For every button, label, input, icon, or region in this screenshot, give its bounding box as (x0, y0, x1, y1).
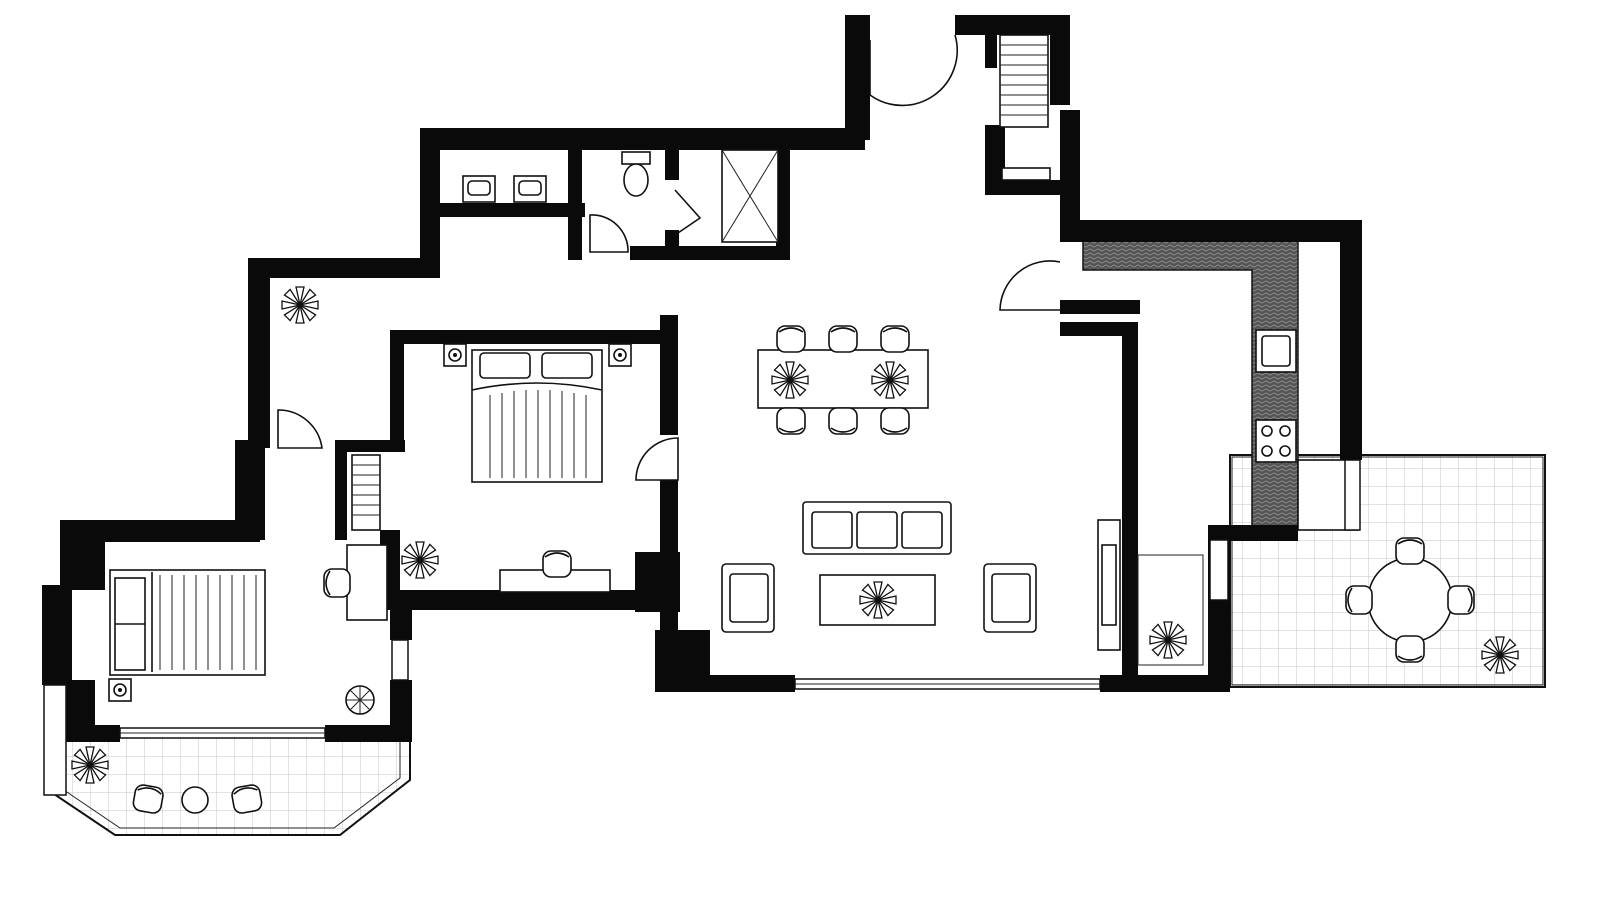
dining-area (757, 325, 929, 435)
living-area (721, 501, 1204, 666)
terrace-table (1367, 557, 1453, 643)
wardrobe-1 (351, 454, 381, 531)
bedroom2-door (277, 409, 323, 449)
bedroom-1 (351, 343, 632, 593)
nightstand-left (443, 343, 467, 367)
windows (43, 459, 1361, 796)
pillow-left (479, 352, 531, 379)
desk-chair (542, 550, 572, 578)
entry-door (869, 34, 958, 107)
plant-hall (281, 286, 319, 324)
kitchen-counter (1082, 237, 1359, 531)
bed-2-chair (323, 568, 351, 598)
plant-balcony (71, 746, 109, 784)
coffee-table-plant (859, 581, 897, 619)
pillow-right (541, 352, 593, 379)
toilet-tank (621, 151, 651, 165)
terrace-chair-left (1345, 585, 1373, 615)
armchair-left (721, 563, 775, 633)
balcony-side-table (181, 786, 209, 814)
storage-shelves (999, 34, 1051, 181)
toilet-bowl (623, 163, 649, 197)
dining-chair-5 (828, 407, 858, 435)
terrace-chair-top (1395, 537, 1425, 565)
bed-2-nightstand (108, 678, 132, 702)
dining-chair-6 (880, 407, 910, 435)
plant-bedroom1 (401, 541, 439, 579)
bed-2-desk (346, 544, 388, 621)
plant-terrace (1481, 636, 1519, 674)
dining-chair-2 (828, 325, 858, 353)
balcony-chair-left (131, 782, 166, 816)
kitchen-door (999, 260, 1061, 311)
balcony-left (47, 729, 411, 836)
balcony-furniture (71, 746, 264, 816)
cooktop (1255, 419, 1297, 463)
bedroom1-door (635, 437, 679, 481)
terrace-furniture (1345, 537, 1519, 674)
bedroom-2 (108, 286, 388, 715)
dining-chair-4 (776, 407, 806, 435)
balcony-chair-right (229, 782, 264, 816)
shower-door (674, 189, 702, 236)
dining-chair-1 (776, 325, 806, 353)
dining-chair-3 (880, 325, 910, 353)
bathroom-fixtures (462, 149, 779, 243)
wc-door (589, 214, 629, 253)
plant-living (1149, 621, 1187, 659)
nightstand-right (608, 343, 632, 367)
armchair-right (983, 563, 1037, 633)
walls (42, 15, 1362, 742)
terrace-chair-right (1447, 585, 1475, 615)
dining-centerpiece-right (871, 361, 909, 399)
dining-centerpiece-left (771, 361, 809, 399)
terrace-chair-bottom (1395, 635, 1425, 663)
doors (277, 34, 1061, 481)
